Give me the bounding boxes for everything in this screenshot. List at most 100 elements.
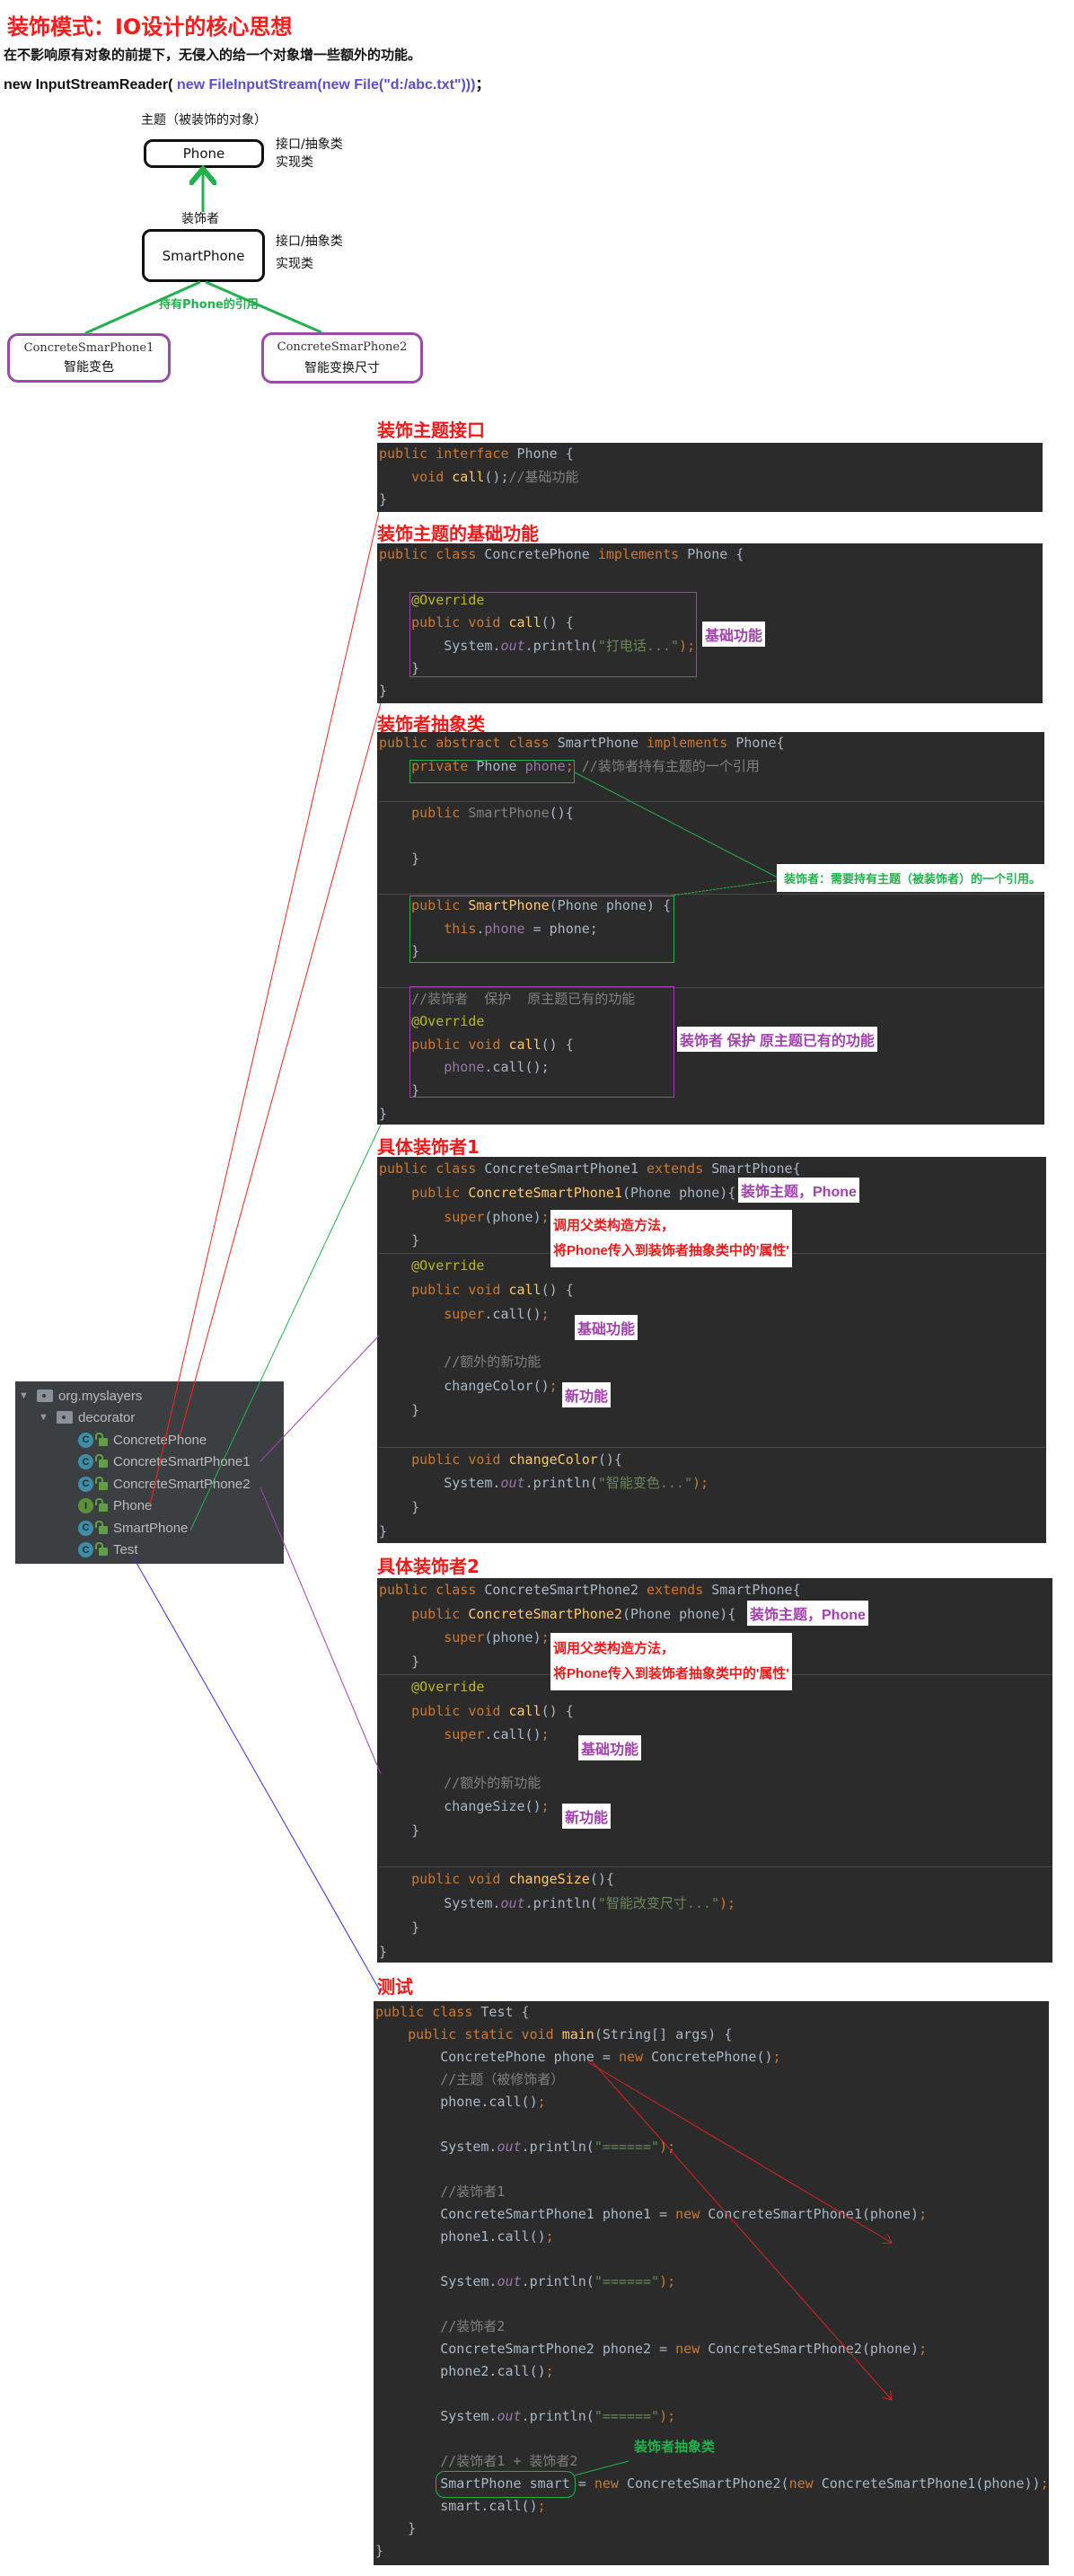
note-basic-function: 基础功能	[702, 622, 766, 647]
code-token: }	[379, 1919, 420, 1936]
class-icon: C	[78, 1454, 93, 1469]
code-token: out	[497, 2273, 522, 2289]
code-token: @Override	[379, 1013, 485, 1030]
code-line: public ConcreteSmartPhone1(Phone phone){	[379, 1181, 1046, 1205]
note-call-super-line2: 将Phone传入到装饰者抽象类中的'属性'	[553, 1666, 789, 1681]
code-line: void call();//基础功能	[379, 466, 1043, 490]
code-token: ConcreteSmartPhone1	[468, 1184, 622, 1201]
code-token: SmartPhone{	[711, 1160, 801, 1177]
code-line: @Override	[379, 1010, 1044, 1034]
code-token: ConcreteSmartPhone2	[468, 1605, 622, 1622]
public-lock-icon	[95, 1520, 108, 1534]
code-token: @Override	[379, 591, 485, 608]
note-basic-function-2: 基础功能	[578, 1735, 642, 1760]
code-token: public	[379, 1605, 469, 1622]
public-lock-icon	[95, 1454, 108, 1468]
io-example: new InputStreamReader( new FileInputStre…	[4, 72, 489, 93]
code-token: super	[379, 1305, 485, 1322]
note-decorated-subject-2: 装饰主题，Phone	[747, 1601, 868, 1626]
code-line: public static void main(String[] args) {	[375, 2024, 1049, 2046]
code-token: "打电话..."	[597, 637, 679, 654]
code-line: ​	[379, 1747, 1052, 1771]
phone-side-label-2: 实现类	[276, 155, 313, 170]
subject-label: 主题（被装饰的对象）	[141, 113, 267, 128]
code-line: }	[379, 1495, 1046, 1520]
concrete1-desc: 智能变色	[64, 360, 114, 375]
code-token: ;	[919, 2206, 928, 2222]
code-line: }	[379, 657, 1043, 680]
io-suffix: ；	[475, 77, 490, 93]
code-token: public class	[375, 2004, 481, 2020]
code-token: "======"	[594, 2273, 660, 2289]
code-token: );	[679, 637, 696, 654]
heading-component-interface: 装饰主题接口	[377, 419, 485, 441]
code-token: //装饰者2	[375, 2318, 506, 2334]
note-decorator-abstract: 装饰者抽象类	[634, 2439, 716, 2455]
code-line: public abstract class SmartPhone impleme…	[379, 732, 1044, 755]
concrete2-name: ConcreteSmarPhone2	[277, 340, 408, 355]
code-token: Test {	[480, 2004, 530, 2020]
io-inner: new FileInputStream(new File("d:/abc.txt…	[176, 77, 476, 93]
code-token: new	[618, 2049, 652, 2065]
expand-triangle-icon[interactable]: ▼	[19, 1390, 29, 1401]
tree-root-label: org.myslayers	[58, 1388, 143, 1404]
io-prefix: new InputStreamReader(	[4, 77, 177, 93]
public-lock-icon	[95, 1498, 108, 1512]
tree-root-package[interactable]: ▼ org.myslayers	[19, 1386, 142, 1406]
code-token: ;	[1040, 2475, 1049, 2492]
code-line: public void call() {	[379, 1278, 1046, 1302]
code-line: public void call() {	[379, 1034, 1044, 1057]
highlight-smart-variable	[436, 2471, 576, 2498]
interface-icon: I	[78, 1498, 93, 1513]
link-concrete-phone	[179, 702, 382, 1438]
tree-item[interactable]: I Phone	[78, 1496, 152, 1516]
code-token: );	[659, 2139, 676, 2155]
code-token: changeSize()	[379, 1798, 541, 1815]
code-token: //额外的新功能	[379, 1774, 541, 1791]
code-token: ConcreteSmartPhone2 phone2 =	[375, 2341, 676, 2357]
tree-package-label: decorator	[78, 1409, 136, 1425]
code-token: //装饰者持有主题的一个引用	[573, 757, 760, 774]
code-line: ​	[379, 1843, 1052, 1867]
code-token: new	[675, 2206, 709, 2222]
tree-item-label: ConcreteSmartPhone1	[113, 1454, 251, 1469]
code-token: public void	[379, 1281, 509, 1298]
code-line: super(phone);	[379, 1626, 1052, 1650]
code-token: call	[452, 468, 485, 485]
code-line: System.out.println("打电话...");	[379, 635, 1043, 657]
code-token: ConcretePhone	[484, 546, 598, 562]
code-token: "智能改变尺寸..."	[597, 1895, 719, 1912]
tree-item-label: Phone	[113, 1498, 153, 1513]
code-token: .call()	[484, 1305, 541, 1322]
code-line: changeColor();	[379, 1374, 1046, 1398]
tree-package-decorator[interactable]: ▼ decorator	[39, 1407, 135, 1427]
code-token: () {	[541, 1281, 574, 1298]
code-token: .println(	[524, 1475, 598, 1492]
code-line: super.call();	[379, 1302, 1046, 1327]
code-token: ConcreteSmartPhone2(	[626, 2475, 789, 2492]
code-token: out	[497, 2408, 522, 2424]
code-token: new	[675, 2341, 709, 2357]
code-token: (Phone phone){	[621, 1605, 736, 1622]
code-token: );	[659, 2408, 676, 2424]
code-line: ​	[375, 2158, 1049, 2181]
expand-triangle-icon[interactable]: ▼	[39, 1412, 48, 1423]
code-token: System.	[379, 1475, 501, 1492]
code-token: () {	[541, 614, 574, 631]
code-line: }	[379, 1819, 1052, 1843]
code-token: extends	[647, 1582, 712, 1598]
public-lock-icon	[95, 1542, 108, 1556]
code-line: private Phone phone; //装饰者持有主题的一个引用	[379, 755, 1044, 779]
code-line: }	[379, 1398, 1046, 1423]
code-token: System.	[379, 1895, 501, 1912]
note-new-function-1: 新功能	[562, 1382, 612, 1407]
code-token: ConcreteSmartPhone1(phone))	[821, 2475, 1041, 2492]
code-token: call	[508, 614, 541, 631]
concrete-smartphone2-box: ConcreteSmarPhone2 智能变换尺寸	[261, 332, 423, 384]
code-line: }	[375, 2540, 1049, 2563]
tree-item[interactable]: C ConcreteSmartPhone1	[78, 1452, 251, 1472]
